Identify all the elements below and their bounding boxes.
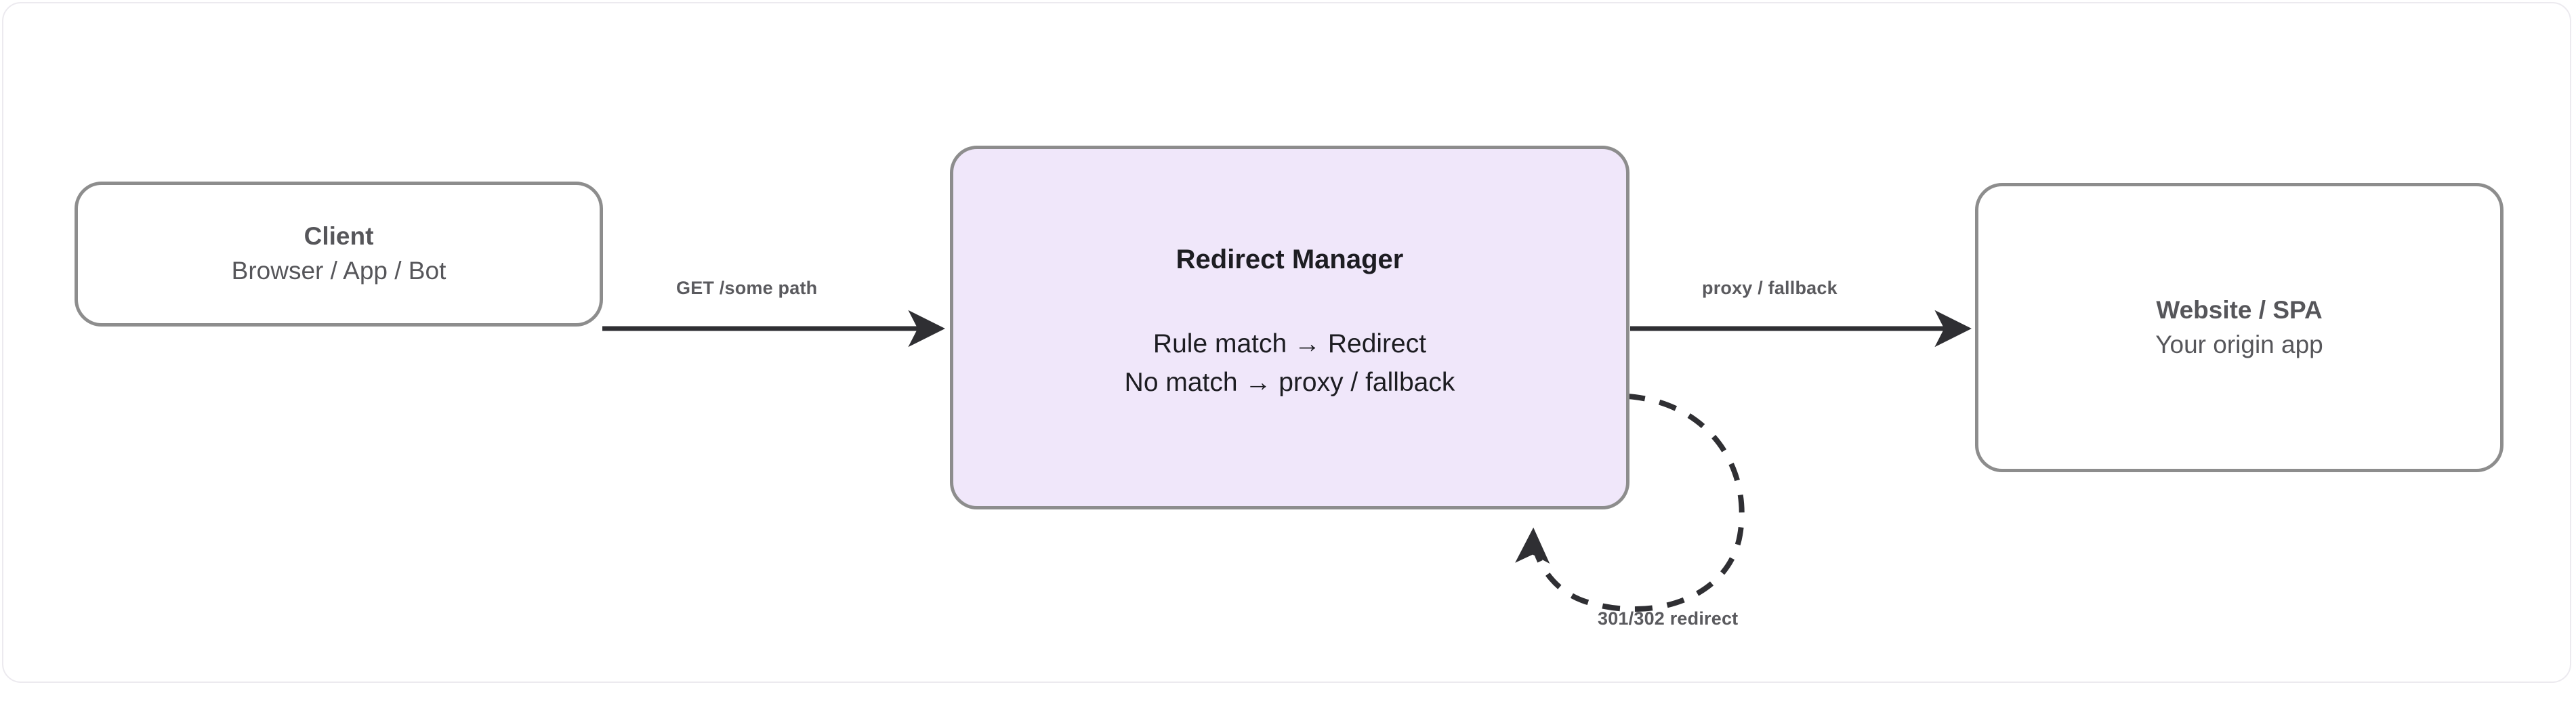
edge-label-301-302-redirect: 301/302 redirect bbox=[1598, 608, 1739, 629]
node-website-subtitle: Your origin app bbox=[2155, 330, 2323, 358]
node-redirect-manager-title: Redirect Manager bbox=[1176, 244, 1404, 274]
node-client[interactable]: Client Browser / App / Bot bbox=[75, 182, 603, 327]
node-redirect-manager-no-match: No match → proxy / fallback bbox=[1124, 367, 1455, 397]
edge-label-proxy-fallback: proxy / fallback bbox=[1702, 278, 1837, 298]
edge-label-get-request: GET /some path bbox=[676, 278, 818, 298]
node-redirect-manager[interactable]: Redirect Manager Rule match → Redirect N… bbox=[950, 146, 1629, 509]
node-redirect-manager-rule-match: Rule match → Redirect bbox=[1152, 329, 1427, 358]
node-client-title: Client bbox=[304, 222, 374, 251]
node-website-title: Website / SPA bbox=[2156, 295, 2323, 324]
node-website[interactable]: Website / SPA Your origin app bbox=[1975, 183, 2504, 472]
node-client-subtitle: Browser / App / Bot bbox=[231, 257, 446, 285]
